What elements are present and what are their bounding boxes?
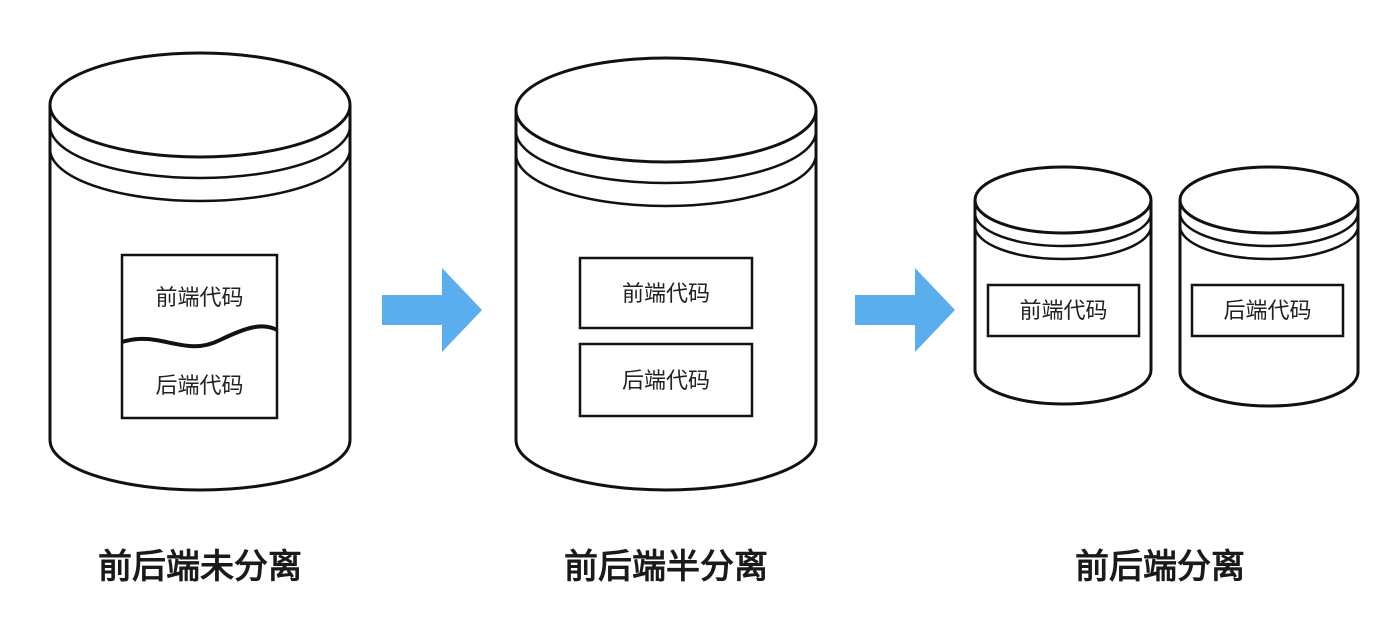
backend-code-label: 后端代码	[155, 374, 243, 399]
frontend-code-box	[986, 283, 1141, 338]
stage-caption-separated: 前后端分离	[1075, 547, 1245, 587]
jar-half-separated: 前端代码 后端代码	[514, 56, 818, 492]
frontend-code-label: 前端代码	[1019, 299, 1107, 324]
jar-backend: 后端代码	[1178, 165, 1360, 408]
stage-caption-half-separated: 前后端半分离	[564, 547, 768, 587]
separator-wave	[121, 324, 278, 349]
stage-caption-unseparated: 前后端未分离	[98, 547, 302, 587]
right-arrow-icon	[382, 268, 482, 352]
frontend-code-label: 前端代码	[155, 286, 243, 311]
combined-code-box	[120, 253, 279, 420]
jar-frontend: 前端代码	[973, 165, 1153, 406]
right-arrow-icon	[855, 268, 955, 352]
frontend-code-label: 前端代码	[622, 282, 710, 307]
backend-code-label: 后端代码	[622, 369, 710, 394]
backend-code-box	[578, 342, 754, 418]
jar-unseparated: 前端代码 后端代码	[48, 51, 352, 492]
backend-code-label: 后端代码	[1223, 299, 1311, 324]
backend-code-box	[1190, 283, 1345, 338]
frontend-code-box	[578, 256, 754, 330]
